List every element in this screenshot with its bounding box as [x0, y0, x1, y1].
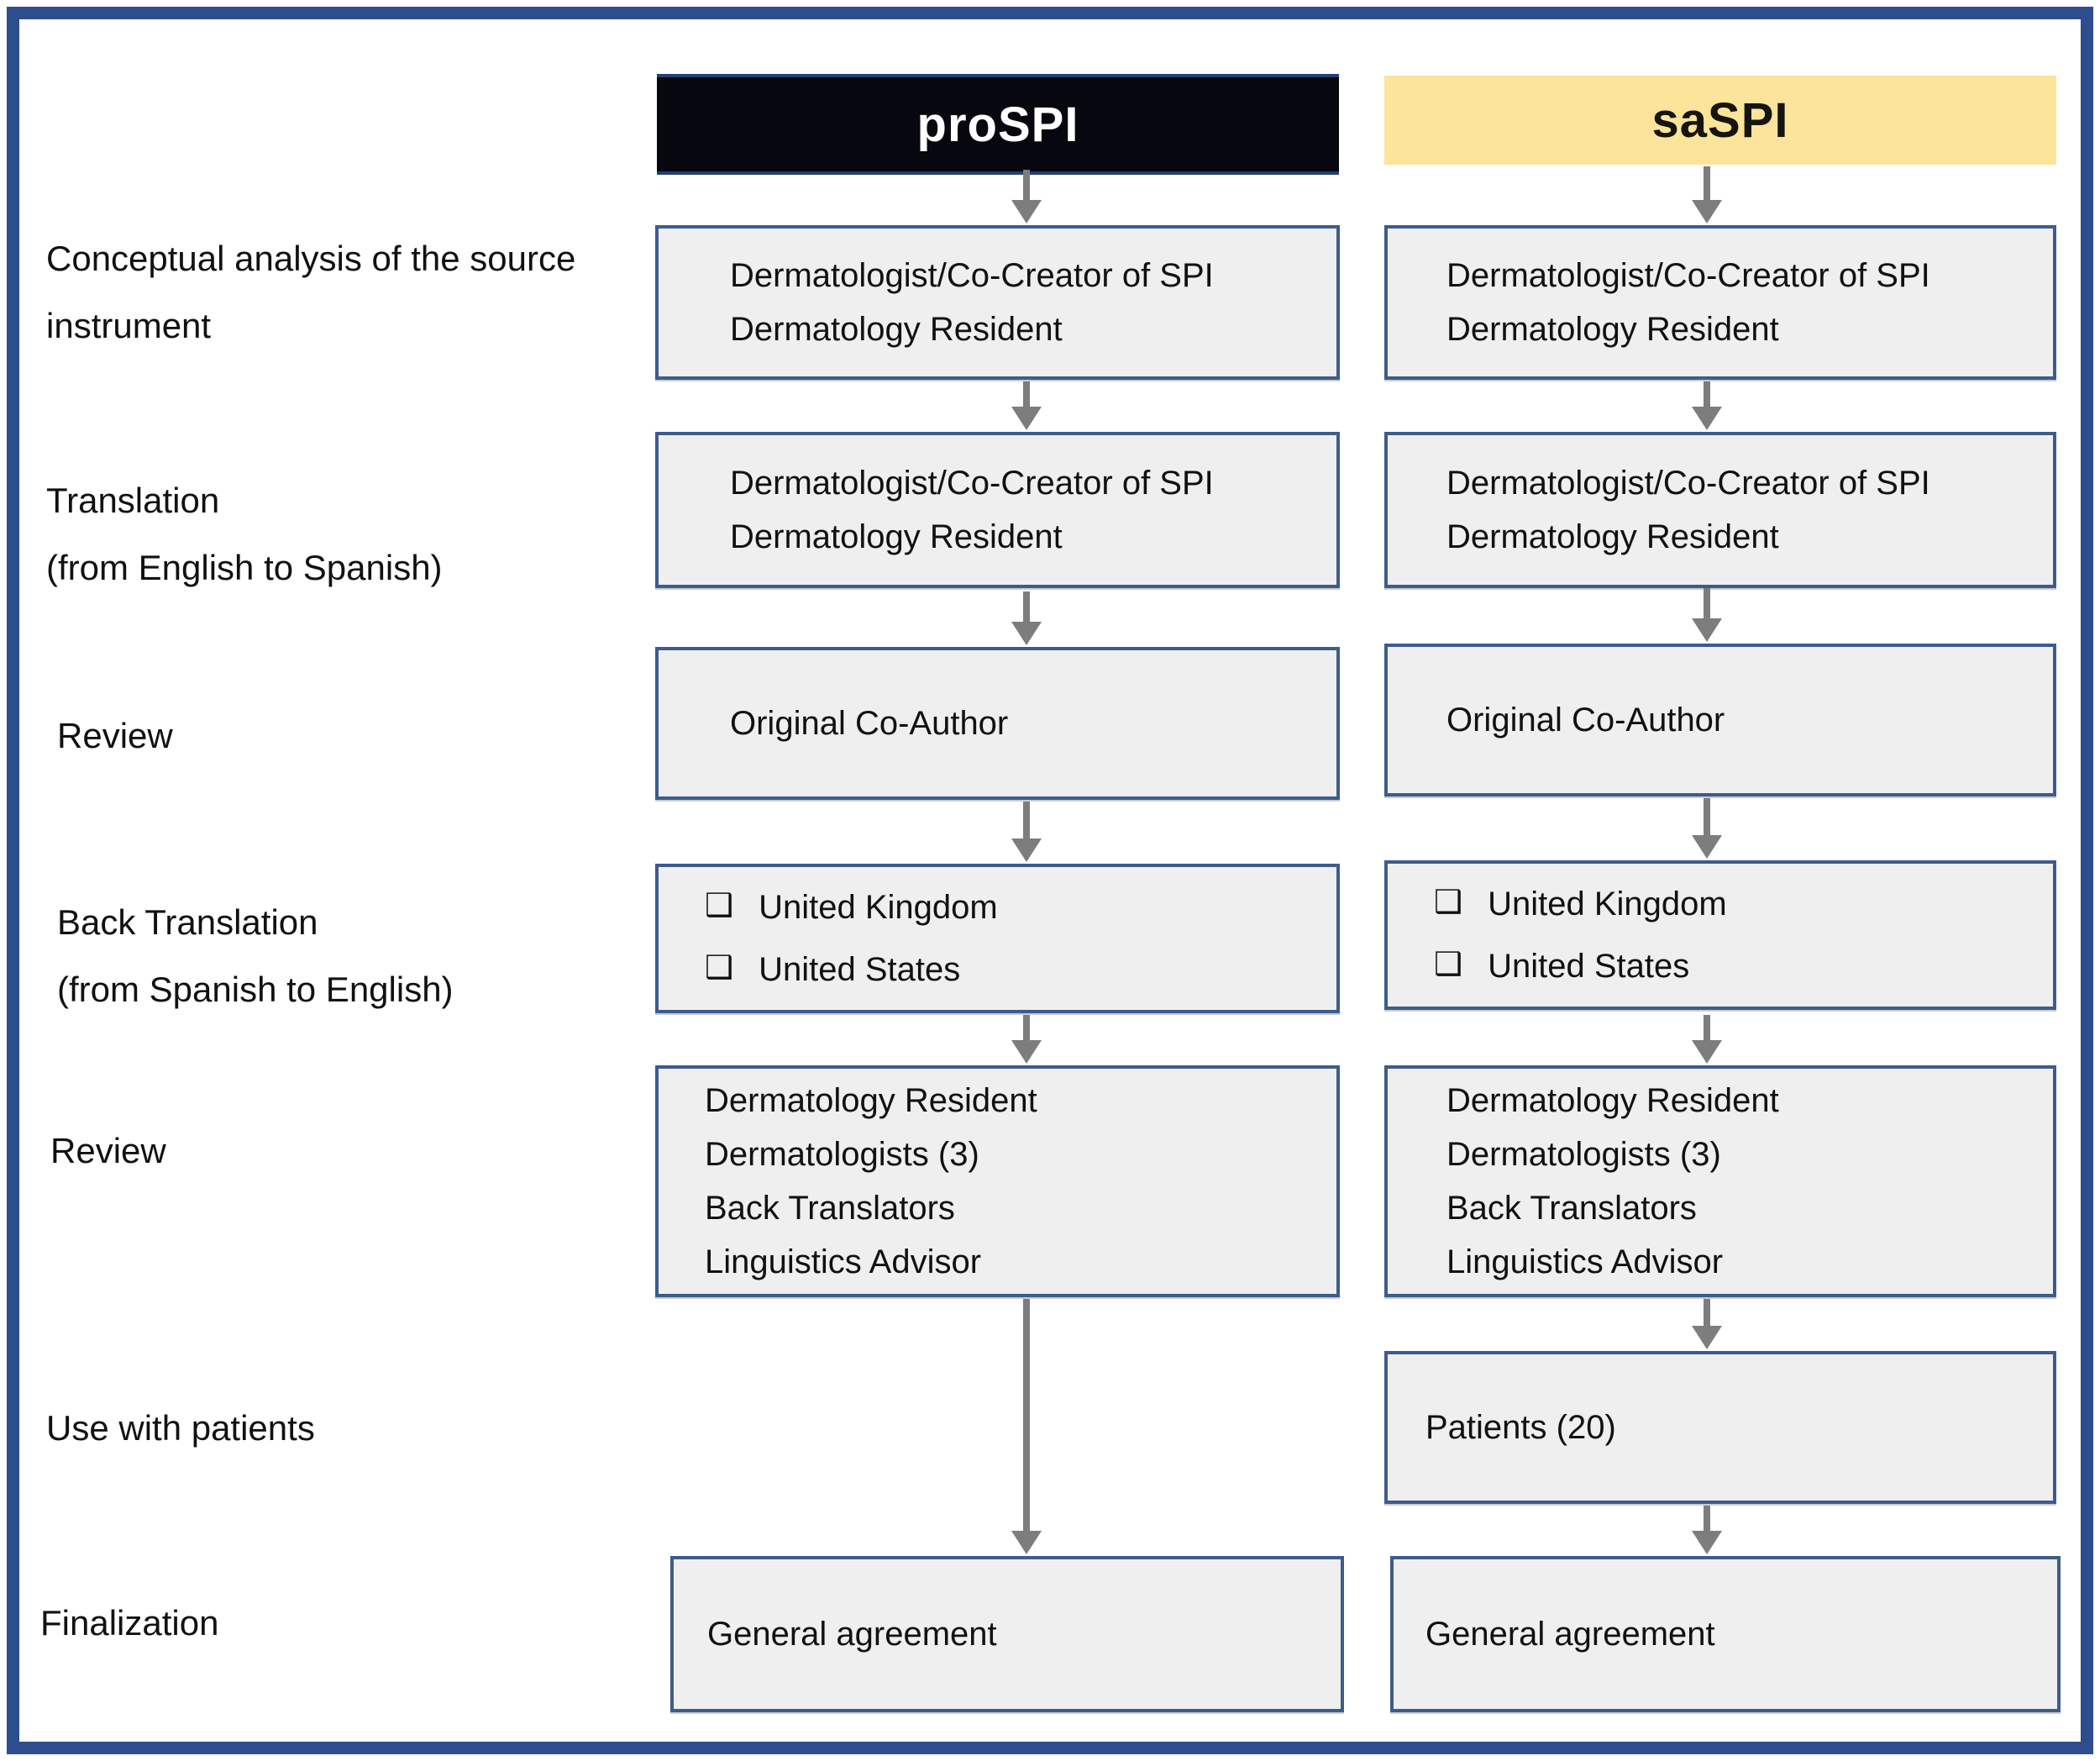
prospi-conceptual-text: Dermatologist/Co-Creator of SPI Dermatol… — [730, 257, 1214, 348]
saspi-back-translation-box: ❑ United Kingdom ❑ United States — [1384, 860, 2056, 1010]
saspi-finalization-box: General agreement — [1390, 1556, 2061, 1712]
arrow-down-icon — [1692, 166, 1722, 223]
prospi-back-translation-list: ❑ United Kingdom ❑ United States — [705, 882, 1336, 995]
checkbox-item: ❑ United Kingdom — [705, 882, 1336, 933]
saspi-translation-box: Dermatologist/Co-Creator of SPI Dermatol… — [1384, 432, 2056, 588]
checkbox-label: United Kingdom — [759, 889, 998, 926]
stage-label-finalization: Finalization — [40, 1603, 219, 1643]
prospi-back-translation-box: ❑ United Kingdom ❑ United States — [655, 864, 1340, 1013]
arrow-down-icon — [1692, 1506, 1722, 1554]
saspi-header-label: saSPI — [1651, 92, 1789, 148]
arrow-down-icon — [1011, 381, 1042, 430]
arrow-down-icon — [1692, 1015, 1722, 1064]
checkbox-icon: ❑ — [1434, 947, 1463, 982]
prospi-translation-text: Dermatologist/Co-Creator of SPI Dermatol… — [730, 465, 1214, 555]
prospi-finalization-box: General agreement — [670, 1556, 1344, 1712]
stage-label-review-2: Review — [50, 1131, 166, 1170]
saspi-conceptual-text: Dermatologist/Co-Creator of SPI Dermatol… — [1446, 257, 1930, 348]
saspi-patients-box: Patients (20) — [1384, 1351, 2056, 1504]
saspi-review-box: Original Co-Author — [1384, 644, 2056, 796]
saspi-patients-text: Patients (20) — [1425, 1409, 1616, 1446]
stage-label-review-1: Review — [57, 716, 173, 755]
saspi-review2-box: Dermatology Resident Dermatologists (3) … — [1384, 1065, 2056, 1297]
checkbox-icon: ❑ — [1434, 885, 1463, 920]
checkbox-label: United Kingdom — [1488, 886, 1727, 923]
column-header-prospi: proSPI — [657, 74, 1339, 175]
arrow-down-long-icon — [1011, 1299, 1042, 1554]
stage-label-back-translation: Back Translation (from Spanish to Englis… — [57, 902, 454, 1009]
column-header-saspi: saSPI — [1384, 76, 2056, 165]
checkbox-icon: ❑ — [705, 888, 734, 923]
saspi-conceptual-box: Dermatologist/Co-Creator of SPI Dermatol… — [1384, 225, 2056, 380]
checkbox-item: ❑ United States — [1434, 941, 2053, 991]
checkbox-label: United States — [1488, 948, 1690, 985]
prospi-translation-box: Dermatologist/Co-Creator of SPI Dermatol… — [655, 432, 1340, 588]
prospi-conceptual-box: Dermatologist/Co-Creator of SPI Dermatol… — [655, 225, 1340, 380]
saspi-back-translation-list: ❑ United Kingdom ❑ United States — [1434, 879, 2053, 991]
arrow-down-icon — [1011, 802, 1042, 862]
prospi-review2-text: Dermatology Resident Dermatologists (3) … — [705, 1082, 1037, 1280]
arrow-down-icon — [1692, 798, 1722, 859]
arrow-down-icon — [1011, 1015, 1042, 1064]
arrow-down-icon — [1011, 591, 1042, 645]
checkbox-item: ❑ United States — [705, 944, 1336, 995]
prospi-review-text: Original Co-Author — [730, 705, 1009, 742]
arrow-down-icon — [1692, 588, 1722, 642]
arrow-down-icon — [1692, 381, 1722, 430]
stage-label-conceptual-analysis: Conceptual analysis of the source instru… — [46, 239, 576, 345]
saspi-translation-text: Dermatologist/Co-Creator of SPI Dermatol… — [1446, 465, 1930, 555]
saspi-review2-text: Dermatology Resident Dermatologists (3) … — [1446, 1082, 1779, 1280]
prospi-header-label: proSPI — [916, 97, 1079, 152]
checkbox-item: ❑ United Kingdom — [1434, 879, 2053, 929]
arrow-down-icon — [1011, 170, 1042, 223]
arrow-down-icon — [1692, 1299, 1722, 1349]
saspi-review-text: Original Co-Author — [1446, 702, 1725, 739]
prospi-review-box: Original Co-Author — [655, 647, 1340, 800]
checkbox-label: United States — [759, 951, 961, 988]
checkbox-icon: ❑ — [705, 950, 734, 986]
prospi-finalization-text: General agreement — [707, 1616, 997, 1653]
stage-label-use-with-patients: Use with patients — [46, 1408, 315, 1448]
stage-label-translation: Translation (from English to Spanish) — [46, 481, 443, 587]
prospi-review2-box: Dermatology Resident Dermatologists (3) … — [655, 1065, 1340, 1297]
saspi-finalization-text: General agreement — [1425, 1616, 1715, 1653]
